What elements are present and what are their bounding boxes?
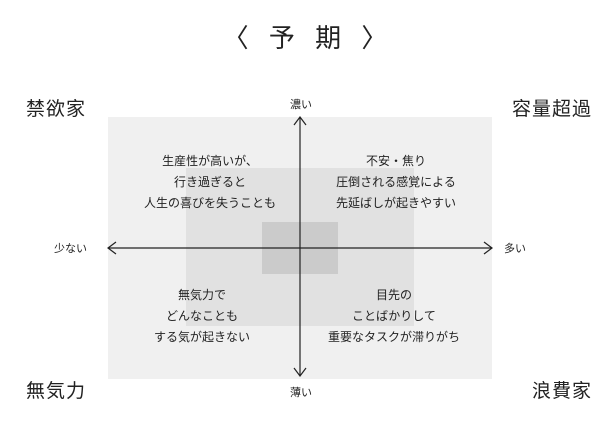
diagram-title: 〈 予 期 〉 [222,24,394,54]
corner-label-top-right: 容量超過 [511,98,592,120]
arrow-right-icon [483,241,493,255]
quadrant-line: 圧倒される感覚による [336,175,456,189]
quadrant-line: 目先の [375,288,412,302]
quadrant-line: 不安・焦り [365,154,426,168]
quadrant-text-top-left: 生産性が高いが、 行き過ぎると 人生の喜びを失うことも [110,151,310,214]
quadrant-line: ことばかりして [352,309,436,323]
axis-label-bottom: 薄い [290,386,312,399]
quadrant-line: 行き過ぎると [173,175,246,189]
quadrant-line: 先延ばしが起きやすい [335,196,456,210]
corner-label-bottom-right: 浪費家 [531,380,592,402]
axis-label-left: 少ない [54,242,87,255]
quadrant-line: 無気力で [177,288,226,302]
quadrant-text-top-right: 不安・焦り 圧倒される感覚による 先延ばしが起きやすい [296,151,496,214]
axis-label-right: 多い [504,242,526,255]
quadrant-line: 重要なタスクが滞りがち [327,330,460,344]
arrow-down-icon [293,367,307,377]
quadrant-line: 生産性が高いが、 [162,154,258,168]
quadrant-line: する気が起きない [153,330,250,344]
arrow-left-icon [107,241,117,255]
arrow-up-icon [293,116,307,126]
corner-label-bottom-left: 無気力 [26,380,87,402]
quadrant-text-bottom-left: 無気力で どんなことも する気が起きない [102,285,302,348]
corner-label-top-left: 禁欲家 [26,98,87,120]
axis-label-top: 濃い [290,98,312,111]
quadrant-text-bottom-right: 目先の ことばかりして 重要なタスクが滞りがち [294,285,494,348]
quadrant-line: 人生の喜びを失うことも [143,196,276,210]
quadrant-line: どんなことも [165,309,238,323]
